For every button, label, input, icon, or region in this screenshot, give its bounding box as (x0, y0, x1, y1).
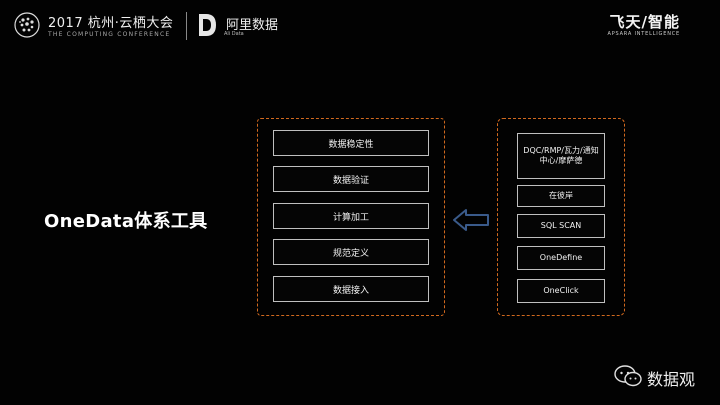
header-divider (186, 12, 187, 40)
watermark-text: 数据观 (647, 370, 696, 389)
right-box-onedefine: OneDefine (517, 246, 605, 270)
right-box-dqc: DQC/RMP/瓦力/通知中心/摩萨德 (517, 133, 605, 179)
left-box-data-ingestion: 数据接入 (273, 276, 429, 302)
slide-title: OneData体系工具 (44, 211, 208, 232)
brand-sub: APSARA INTELLIGENCE (607, 31, 680, 37)
conference-subtitle: THE COMPUTING CONFERENCE (48, 31, 171, 38)
hollow-arrow-left-icon (453, 209, 489, 231)
left-panel: 数据稳定性 数据验证 计算加工 规范定义 数据接入 (257, 118, 445, 316)
left-box-data-stability: 数据稳定性 (273, 130, 429, 156)
globe-dots-icon (14, 12, 40, 38)
left-box-data-validation: 数据验证 (273, 166, 429, 192)
right-box-oneclick: OneClick (517, 279, 605, 303)
wechat-icon (614, 365, 642, 387)
conference-title: 2017 杭州·云栖大会 (48, 16, 174, 31)
ali-data-name: 阿里数据 (226, 18, 279, 33)
left-box-computation: 计算加工 (273, 203, 429, 229)
brand-main: 飞天/智能 (609, 13, 680, 31)
right-box-sql-scan: SQL SCAN (517, 214, 605, 238)
left-box-spec-definition: 规范定义 (273, 239, 429, 265)
letter-d-logo-icon (199, 14, 216, 36)
ali-data-sub: Ali Data (224, 31, 244, 37)
right-panel: DQC/RMP/瓦力/通知中心/摩萨德 在彼岸 SQL SCAN OneDefi… (497, 118, 625, 316)
right-box-zaibian: 在彼岸 (517, 185, 605, 207)
